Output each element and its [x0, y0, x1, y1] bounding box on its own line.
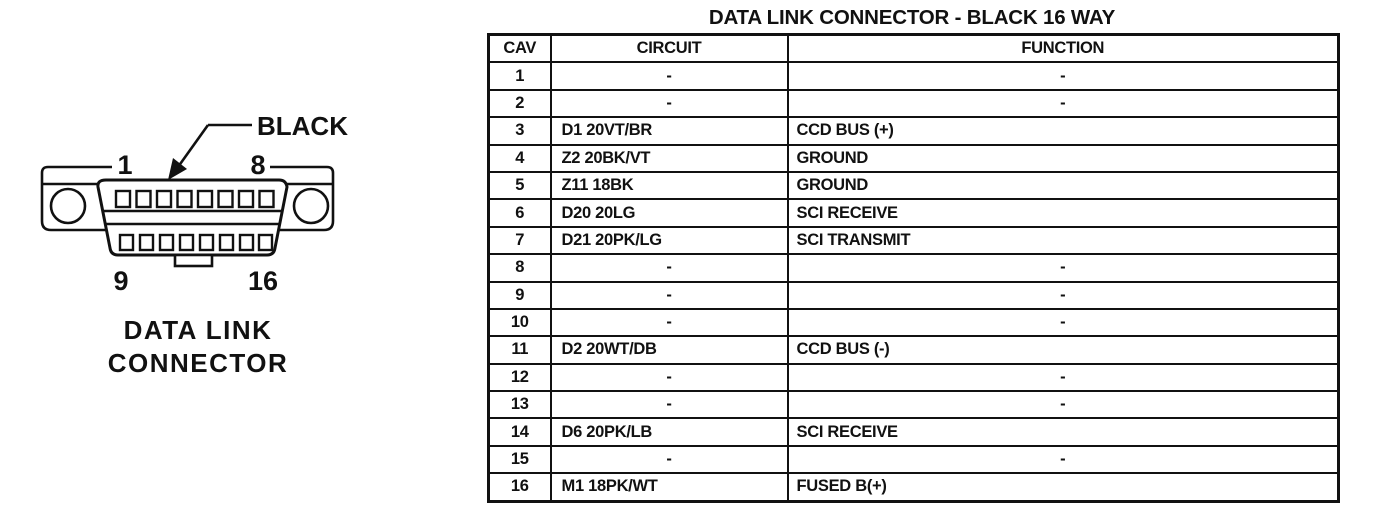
- black-label-leader-arrow: [176, 123, 252, 168]
- circuit-cell: Z2 20BK/VT: [549, 143, 789, 173]
- circuit-cell: -: [549, 61, 789, 91]
- left-screw-hole: [49, 187, 87, 225]
- bottom-key-tab: [173, 253, 214, 268]
- circuit-cell: M1 18PK/WT: [549, 472, 789, 503]
- table-title: DATA LINK CONNECTOR - BLACK 16 WAY: [708, 6, 1116, 29]
- function-cell: -: [786, 444, 1340, 475]
- pin-label-16: 16: [248, 266, 278, 296]
- data-link-connector-diagram: BLACK 1 8 9 16: [30, 103, 360, 303]
- cav-cell: 1: [487, 61, 552, 91]
- table-row: 12 - -: [487, 362, 1340, 393]
- circuit-cell: D6 20PK/LB: [549, 417, 789, 447]
- pinout-table: CAV CIRCUIT FUNCTION 1 - - 2 - - 3 D1 20…: [487, 33, 1340, 503]
- cav-cell: 10: [487, 307, 552, 338]
- pin-row-top: [114, 189, 275, 209]
- function-cell: GROUND: [786, 143, 1340, 173]
- table-row: 10 - -: [487, 307, 1340, 338]
- circuit-cell: Z11 18BK: [549, 170, 789, 201]
- function-cell: -: [786, 280, 1340, 310]
- cav-cell: 2: [487, 88, 552, 119]
- cav-cell: 12: [487, 362, 552, 393]
- circuit-cell: -: [549, 280, 789, 310]
- cav-cell: 6: [487, 198, 552, 228]
- table-body: 1 - - 2 - - 3 D1 20VT/BR CCD BUS (+) 4 Z…: [487, 61, 1340, 503]
- column-header-function: FUNCTION: [786, 33, 1340, 64]
- body-divider-band: [103, 209, 282, 226]
- table-row: 14 D6 20PK/LB SCI RECEIVE: [487, 417, 1340, 447]
- circuit-cell: D21 20PK/LG: [549, 225, 789, 256]
- cav-cell: 11: [487, 335, 552, 365]
- column-header-circuit: CIRCUIT: [549, 33, 789, 64]
- cav-cell: 4: [487, 143, 552, 173]
- diagram-caption-line1: DATA LINK: [123, 315, 273, 345]
- table-row: 7 D21 20PK/LG SCI TRANSMIT: [487, 225, 1340, 256]
- circuit-cell: -: [549, 362, 789, 393]
- table-row: 16 M1 18PK/WT FUSED B(+): [487, 472, 1340, 503]
- circuit-cell: -: [549, 444, 789, 475]
- table-row: 1 - -: [487, 61, 1340, 91]
- pin-label-8: 8: [250, 150, 265, 180]
- table-row: 15 - -: [487, 444, 1340, 475]
- cav-cell: 16: [487, 472, 552, 503]
- function-cell: SCI RECEIVE: [786, 198, 1340, 228]
- pin-row-bottom: [118, 233, 274, 252]
- circuit-cell: D1 20VT/BR: [549, 116, 789, 146]
- table-row: 2 - -: [487, 88, 1340, 119]
- cav-cell: 7: [487, 225, 552, 256]
- circuit-cell: -: [549, 88, 789, 119]
- left-mounting-ear: [40, 165, 112, 232]
- table-row: 11 D2 20WT/DB CCD BUS (-): [487, 335, 1340, 365]
- table-row: 13 - -: [487, 390, 1340, 420]
- table-row: 8 - -: [487, 253, 1340, 283]
- function-cell: CCD BUS (-): [786, 335, 1340, 365]
- function-cell: -: [786, 61, 1340, 91]
- circuit-cell: D2 20WT/DB: [549, 335, 789, 365]
- header-row: CAV CIRCUIT FUNCTION: [487, 33, 1340, 64]
- function-cell: -: [786, 362, 1340, 393]
- pin-label-1: 1: [117, 150, 132, 180]
- function-cell: SCI TRANSMIT: [786, 225, 1340, 256]
- table-row: 5 Z11 18BK GROUND: [487, 170, 1340, 201]
- circuit-cell: -: [549, 307, 789, 338]
- function-cell: SCI RECEIVE: [786, 417, 1340, 447]
- cav-cell: 13: [487, 390, 552, 420]
- diagram-caption: DATA LINK CONNECTOR: [78, 314, 318, 380]
- table-row: 4 Z2 20BK/VT GROUND: [487, 143, 1340, 173]
- circuit-cell: -: [549, 253, 789, 283]
- cav-cell: 15: [487, 444, 552, 475]
- circuit-cell: D20 20LG: [549, 198, 789, 228]
- function-cell: -: [786, 88, 1340, 119]
- function-cell: -: [786, 390, 1340, 420]
- circuit-cell: -: [549, 390, 789, 420]
- function-cell: GROUND: [786, 170, 1340, 201]
- cav-cell: 5: [487, 170, 552, 201]
- cav-cell: 9: [487, 280, 552, 310]
- table-row: 6 D20 20LG SCI RECEIVE: [487, 198, 1340, 228]
- arrowhead-icon: [168, 158, 187, 180]
- column-header-cav: CAV: [487, 33, 552, 64]
- function-cell: FUSED B(+): [786, 472, 1340, 503]
- table-row: 3 D1 20VT/BR CCD BUS (+): [487, 116, 1340, 146]
- cav-cell: 8: [487, 253, 552, 283]
- function-cell: CCD BUS (+): [786, 116, 1340, 146]
- pin-label-9: 9: [113, 266, 128, 296]
- function-cell: -: [786, 253, 1340, 283]
- table-row: 9 - -: [487, 280, 1340, 310]
- right-screw-hole: [292, 187, 330, 225]
- connector-drawing: BLACK 1 8 9 16: [40, 111, 348, 296]
- diagram-caption-line2: CONNECTOR: [107, 348, 289, 378]
- cav-cell: 14: [487, 417, 552, 447]
- function-cell: -: [786, 307, 1340, 338]
- connector-color-label: BLACK: [257, 111, 348, 141]
- cav-cell: 3: [487, 116, 552, 146]
